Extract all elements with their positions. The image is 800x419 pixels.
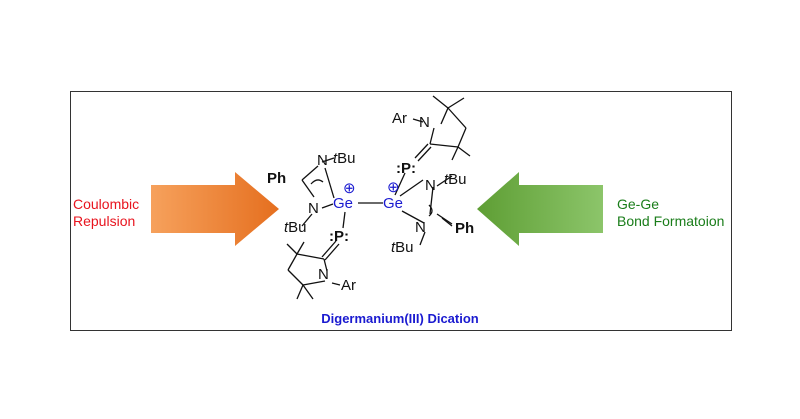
charge-right: ⊕ — [387, 179, 400, 196]
nitrogen-right-top: N — [425, 177, 436, 194]
right-label-line2: Bond Formatoion — [617, 213, 725, 229]
right-label-line1: Ge-Ge — [617, 196, 660, 212]
left-block-arrow — [151, 172, 279, 246]
nitrogen-right-bottom: N — [415, 219, 426, 236]
nitrogen-ring-bottom: N — [318, 266, 329, 283]
germanium-right: Ge — [383, 195, 403, 212]
left-label-line2: Repulsion — [73, 213, 136, 229]
phenyl-left: Ph — [267, 170, 286, 187]
left-label-line1: Coulombic — [73, 196, 140, 212]
bond-lines — [286, 95, 471, 300]
caption: Digermanium(III) Dication — [321, 311, 479, 326]
germanium-left: Ge — [333, 195, 353, 212]
nitrogen-left-top: N — [317, 152, 328, 169]
ge-ge-bond-formation-label: Ge-Ge Bond Formatoion — [617, 196, 724, 230]
aryl-bottom: Ar — [341, 277, 356, 294]
aryl-top: Ar — [392, 110, 407, 127]
tbu-left-top: tBu — [333, 150, 356, 167]
phosphorus-bottom: :P: — [329, 228, 349, 245]
phenyl-right: Ph — [455, 220, 474, 237]
phosphorus-top: :P: — [396, 160, 416, 177]
scheme-frame — [70, 91, 732, 331]
nitrogen-left-bottom: N — [308, 200, 319, 217]
tbu-left-bottom: tBu — [284, 219, 307, 236]
charge-left: ⊕ — [343, 180, 356, 197]
nitrogen-ring-top: N — [419, 114, 430, 131]
right-block-arrow — [477, 172, 603, 246]
tbu-right-top: tBu — [444, 171, 467, 188]
coulombic-repulsion-label: Coulombic Repulsion — [73, 196, 139, 230]
tbu-right-bottom: tBu — [391, 239, 414, 256]
